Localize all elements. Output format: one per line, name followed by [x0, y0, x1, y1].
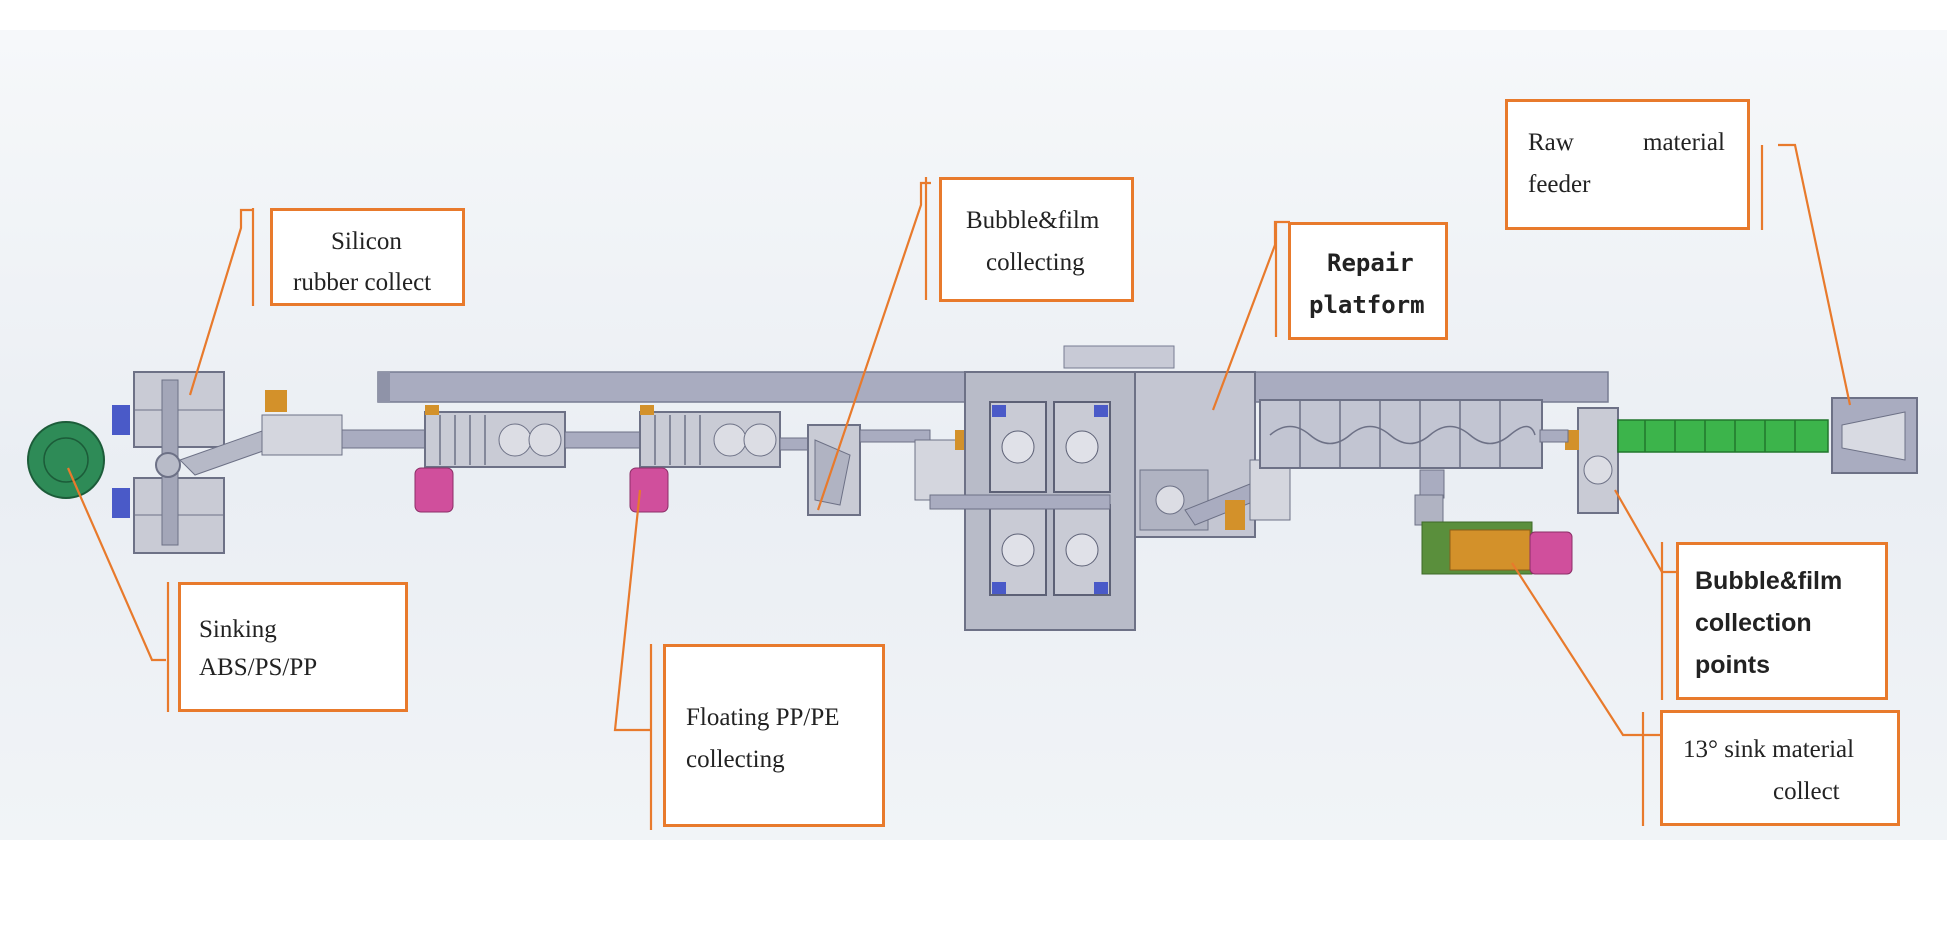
frame-left-leg: [378, 372, 390, 402]
bubble-collecting-line-2: collecting: [986, 249, 1085, 276]
raw-line-2: feeder: [1528, 171, 1591, 198]
sink-line-1: 13° sink material: [1683, 736, 1855, 763]
callout-floating: Floating PP/PE collecting: [663, 644, 885, 827]
sinking-separator-wheel: [27, 421, 105, 499]
floating-line-2: collecting: [686, 746, 785, 773]
repair-line-2: platform: [1309, 291, 1425, 319]
dryer-section: [1259, 399, 1543, 469]
callout-raw-material-feeder: Raw material feeder: [1505, 99, 1750, 230]
callout-repair-platform: Repair platform: [1288, 222, 1448, 340]
floating-tank-2: [639, 411, 781, 468]
sinking-line-2: ABS/PS/PP: [199, 654, 318, 681]
raw-line-1a: Raw: [1528, 129, 1574, 156]
raw-line-1b: material: [1643, 129, 1725, 156]
callout-sink-material: 13° sink material collect: [1660, 710, 1900, 826]
callout-sinking: Sinking ABS/PS/PP: [178, 582, 408, 712]
callout-bubble-film-points: Bubble&film collection points: [1676, 542, 1888, 700]
feed-conveyor: [1617, 419, 1829, 453]
callout-silicon-rubber: Silicon rubber collect: [270, 208, 465, 306]
callout-leaders: [66, 143, 1852, 737]
repair-line-1: Repair: [1327, 249, 1414, 277]
callout-bubble-film-collecting: Bubble&film collecting: [939, 177, 1134, 302]
silicon-line-2: rubber collect: [293, 269, 432, 296]
points-line-3: points: [1695, 651, 1770, 679]
collector-bin-1: [414, 467, 454, 513]
points-line-1: Bubble&film: [1695, 567, 1843, 595]
sinking-line-1: Sinking: [199, 616, 277, 643]
points-line-2: collection: [1695, 609, 1812, 637]
floating-line-1: Floating PP/PE: [686, 704, 840, 731]
collector-bin-2: [629, 467, 669, 513]
sink-line-2: collect: [1773, 778, 1840, 805]
top-panel: [1063, 345, 1175, 369]
bubble-collecting-line-1: Bubble&film: [966, 207, 1100, 234]
silicon-line-1: Silicon: [331, 228, 402, 255]
